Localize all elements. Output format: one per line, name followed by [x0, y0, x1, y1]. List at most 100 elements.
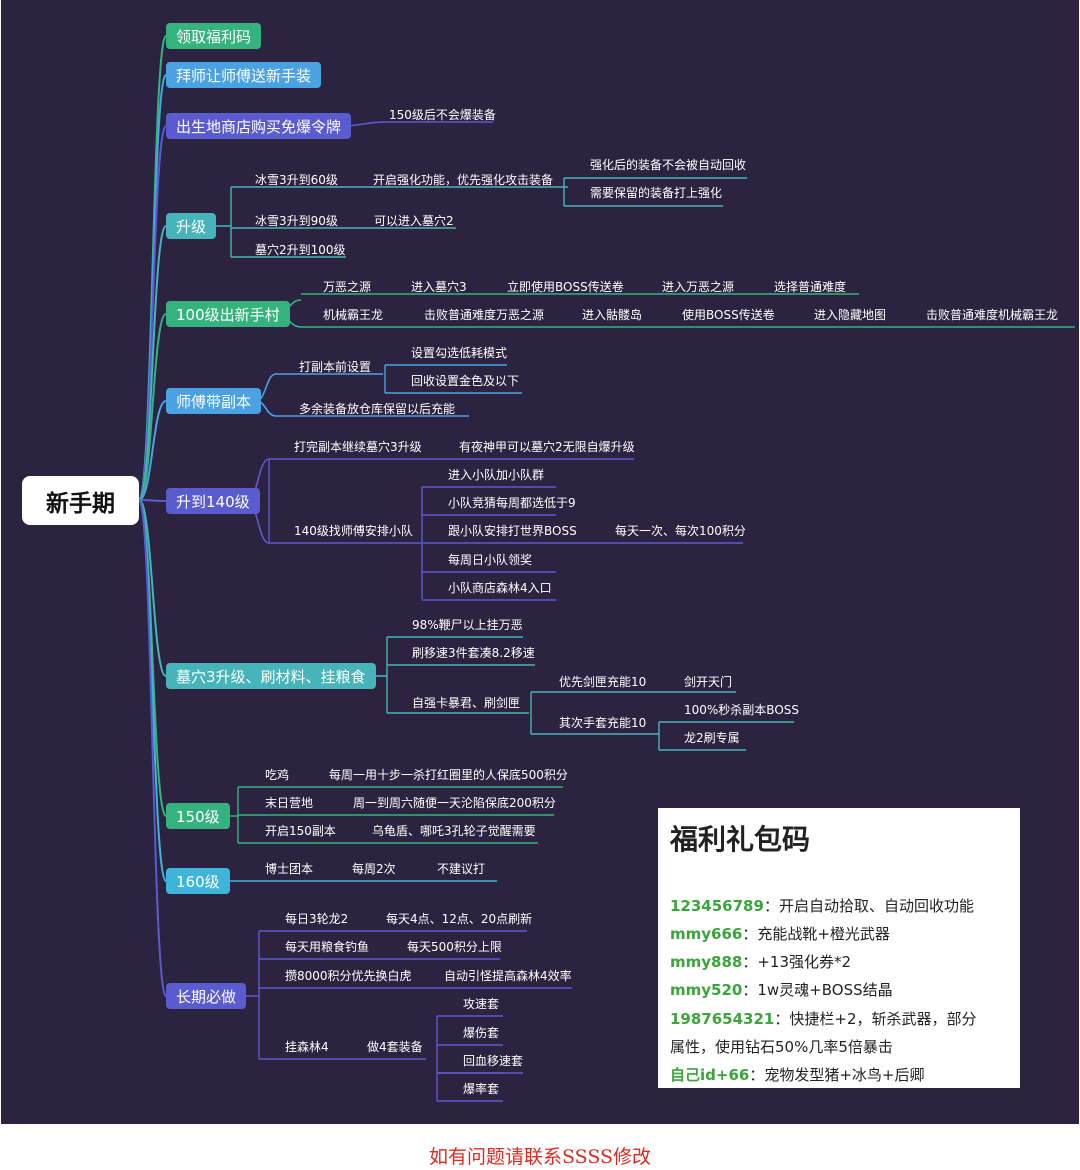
levelup-ice-60: 冰雪3升到60级 — [255, 173, 338, 187]
gift-title: 福利礼包码 — [670, 823, 811, 856]
village-bottom-3: 进入骷髅岛 — [582, 308, 643, 322]
set-attack-speed: 攻速套 — [463, 997, 500, 1011]
tomb3-tyrant: 自强卡暴君、刷剑匣 — [412, 696, 521, 710]
lv140-night-armor: 有夜神甲可以墓穴2无限自爆升级 — [459, 440, 635, 454]
connector — [138, 400, 167, 501]
village-bottom-5: 进入隐藏地图 — [814, 308, 887, 322]
gift-reward: ：1w灵魂+BOSS结晶 — [742, 981, 893, 999]
connector — [138, 313, 167, 501]
village-top-3: 立即使用BOSS传送卷 — [507, 280, 624, 294]
lv150-chicken-note: 每周一用十步一杀打红圈里的人保底500积分 — [329, 768, 568, 782]
levelup-tomb2: 可以进入墓穴2 — [374, 214, 454, 228]
village-top-1: 万恶之源 — [323, 280, 372, 294]
gift-row: mmy888：+13强化券*2 — [670, 951, 851, 972]
squad-shop: 小队商店森林4入口 — [448, 581, 552, 595]
gift-reward: ：+13强化券*2 — [742, 953, 852, 971]
gift-reward: ：开启自动拾取、自动回收功能 — [763, 897, 974, 915]
gift-code: mmy520 — [670, 981, 743, 999]
branch-level-140[interactable]: 升到140级 — [166, 488, 260, 514]
squad-world-boss: 跟小队安排打世界BOSS — [448, 524, 577, 538]
gift-reward: ：充能战靴+橙光武器 — [742, 925, 890, 943]
branch-master-gear[interactable]: 拜师让师傅送新手装 — [166, 62, 322, 88]
gift-code: 自己id+66 — [670, 1066, 750, 1084]
tomb3-afk: 98%鞭尸以上挂万恶 — [412, 618, 523, 632]
village-bottom-4: 使用BOSS传送卷 — [682, 308, 775, 322]
lv150-camp-note: 周一到周六随便一天沦陷保底200积分 — [353, 796, 556, 810]
gift-row: 自己id+66：宠物发型猪+冰鸟+后卿 — [670, 1064, 924, 1085]
mindmap-canvas: 新手期 领取福利码 拜师让师傅送新手装 出生地商店购买免爆令牌 升级 100级出… — [1, 0, 1079, 1124]
levelup-tomb2-100: 墓穴2升到100级 — [255, 243, 346, 257]
village-bottom-2: 击败普通难度万恶之源 — [424, 308, 545, 322]
gift-code-panel: 福利礼包码 123456789：开启自动拾取、自动回收功能 mmy666：充能战… — [658, 808, 1020, 1088]
long-dragon2: 每日3轮龙2 — [285, 912, 349, 926]
branch-level-150[interactable]: 150级 — [166, 803, 230, 829]
connector — [138, 499, 167, 997]
lv150-dungeon: 开启150副本 — [265, 824, 336, 838]
village-bottom-1: 机械霸王龙 — [323, 308, 384, 322]
levelup-enhance-note1: 强化后的装备不会被自动回收 — [590, 158, 747, 172]
connector — [138, 225, 167, 501]
levelup-ice-90: 冰雪3升到90级 — [255, 214, 338, 228]
lv150-chicken: 吃鸡 — [265, 768, 290, 782]
lv150-dungeon-note: 乌龟盾、哪吒3孔轮子觉醒需要 — [372, 824, 536, 838]
gift-row: 1987654321：快捷栏+2，斩杀武器，部分 — [670, 1008, 977, 1029]
squad-guess: 小队竞猜每周都选低于9 — [448, 496, 576, 510]
gift-reward: 属性，使用钻石50%几率5倍暴击 — [670, 1038, 893, 1056]
token-note: 150级后不会爆装备 — [389, 108, 496, 122]
set-regen-speed: 回血移速套 — [463, 1054, 524, 1068]
lv150-camp: 末日营地 — [265, 796, 314, 810]
set-crit-damage: 爆伤套 — [463, 1026, 500, 1040]
connector — [138, 499, 167, 502]
gift-code: 123456789 — [670, 897, 764, 915]
lv160-raid-advice: 不建议打 — [437, 862, 486, 876]
lv140-squad: 140级找师傅安排小队 — [294, 524, 413, 538]
tomb3-glove-kill: 100%秒杀副本BOSS — [684, 703, 800, 717]
set-drop-rate: 爆率套 — [463, 1082, 500, 1096]
gift-code: 1987654321 — [670, 1010, 775, 1028]
gift-row: mmy520：1w灵魂+BOSS结晶 — [670, 979, 893, 1000]
village-bottom-6: 击败普通难度机械霸王龙 — [926, 308, 1059, 322]
dungeon-recycle: 回收设置金色及以下 — [411, 374, 520, 388]
root-node[interactable]: 新手期 — [22, 476, 139, 525]
branch-tomb3[interactable]: 墓穴3升级、刷材料、挂粮食 — [166, 663, 376, 689]
squad-join: 进入小队加小队群 — [448, 468, 545, 482]
gift-reward: ：宠物发型猪+冰鸟+后卿 — [749, 1066, 925, 1084]
long-four-sets: 做4套装备 — [367, 1040, 423, 1054]
dungeon-low-mode: 设置勾选低耗模式 — [411, 346, 508, 360]
branch-leave-village[interactable]: 100级出新手村 — [166, 301, 290, 327]
branch-long-term[interactable]: 长期必做 — [166, 983, 247, 1009]
gift-code: mmy888 — [670, 953, 743, 971]
connector — [138, 499, 167, 882]
lv140-continue: 打完副本继续墓穴3升级 — [294, 440, 422, 454]
branch-level-160[interactable]: 160级 — [166, 868, 230, 894]
tomb3-sword-box: 优先剑匣充能10 — [559, 675, 647, 689]
lv160-raid-freq: 每周2次 — [352, 862, 396, 876]
gift-row: mmy666：充能战靴+橙光武器 — [670, 923, 890, 944]
tomb3-speed-set: 刷移速3件套凑8.2移速 — [412, 646, 535, 660]
long-fishing: 每天用粮食钓鱼 — [285, 940, 370, 954]
lv160-raid: 博士团本 — [265, 862, 314, 876]
dungeon-storage: 多余装备放仓库保留以后充能 — [299, 402, 456, 416]
village-top-5: 选择普通难度 — [774, 280, 847, 294]
connector-lines — [138, 35, 1075, 1102]
gift-row: 属性，使用钻石50%几率5倍暴击 — [670, 1036, 893, 1057]
gift-code: mmy666 — [670, 925, 743, 943]
gift-row: 123456789：开启自动拾取、自动回收功能 — [670, 895, 974, 916]
branch-token[interactable]: 出生地商店购买免爆令牌 — [166, 113, 352, 139]
squad-sunday: 每周日小队领奖 — [448, 553, 533, 567]
tomb3-sword-box-skill: 剑开天门 — [684, 675, 733, 689]
dungeon-settings: 打副本前设置 — [299, 360, 372, 374]
branch-master-dungeon[interactable]: 师傅带副本 — [166, 388, 262, 414]
long-forest4: 挂森林4 — [285, 1040, 329, 1054]
branch-welfare-code[interactable]: 领取福利码 — [166, 23, 262, 49]
branch-levelup[interactable]: 升级 — [166, 213, 217, 239]
village-top-4: 进入万恶之源 — [662, 280, 735, 294]
long-fishing-limit: 每天500积分上限 — [407, 940, 502, 954]
levelup-enhance: 开启强化功能，优先强化攻击装备 — [373, 173, 554, 187]
village-top-2: 进入墓穴3 — [411, 280, 467, 294]
gift-reward: ：快捷栏+2，斩杀武器，部分 — [774, 1010, 977, 1028]
long-dragon2-refresh: 每天4点、12点、20点刷新 — [386, 912, 533, 926]
tomb3-glove: 其次手套充能10 — [559, 716, 647, 730]
levelup-enhance-note2: 需要保留的装备打上强化 — [590, 186, 723, 200]
connector — [138, 499, 167, 677]
